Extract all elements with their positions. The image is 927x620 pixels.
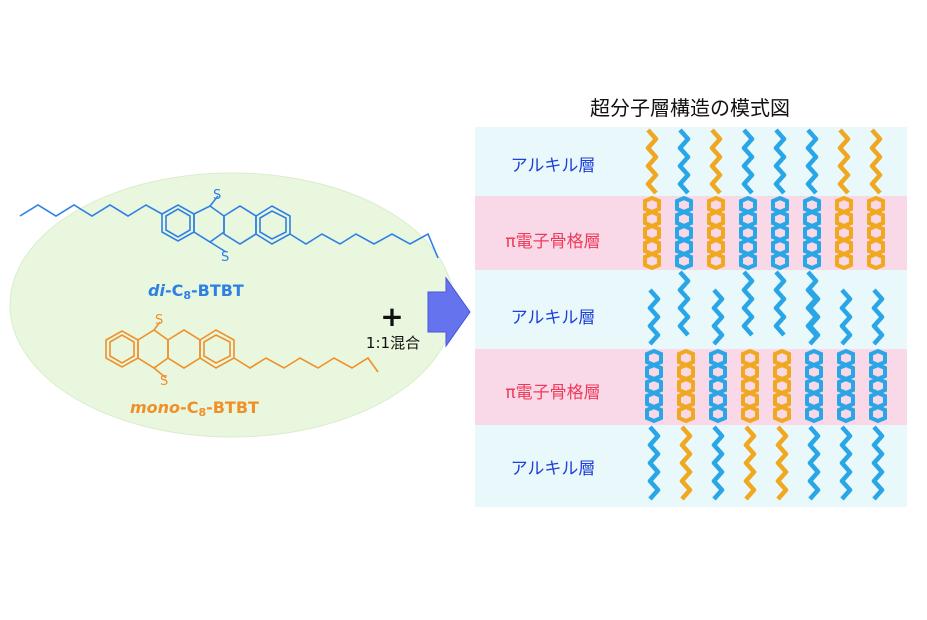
btbt-core	[739, 195, 757, 271]
alkyl-chain	[647, 288, 661, 346]
btbt-core	[707, 195, 725, 271]
alkyl-chain	[805, 128, 819, 195]
alkyl-chain	[775, 425, 789, 501]
sulfur-atom-label: S	[160, 374, 169, 389]
arrow-icon	[427, 276, 471, 348]
layer-label-alkyl-2: アルキル層	[510, 308, 596, 328]
alkyl-chain	[679, 425, 693, 501]
btbt-core	[675, 195, 693, 271]
di-c8-btbt-structure	[19, 195, 439, 259]
alkyl-chain	[871, 425, 885, 501]
sulfur-atom-label: S	[221, 250, 230, 265]
btbt-core	[643, 195, 661, 271]
btbt-core	[645, 348, 663, 424]
btbt-core	[803, 195, 821, 271]
btbt-core	[869, 348, 887, 424]
alkyl-chain	[839, 288, 853, 346]
alkyl-chain	[711, 425, 725, 501]
molecule-columns	[643, 128, 887, 501]
mixing-ratio-label: 1:1混合	[365, 334, 421, 352]
btbt-core	[741, 348, 759, 424]
btbt-core	[805, 348, 823, 424]
alkyl-chain	[741, 128, 755, 195]
layer-label-alkyl-3: アルキル層	[510, 459, 596, 479]
sulfur-atom-label: S	[213, 188, 222, 203]
alkyl-chain	[677, 128, 691, 195]
alkyl-chain	[709, 128, 723, 195]
mono-c8-btbt-structure	[105, 321, 379, 379]
alkyl-chain	[871, 288, 885, 346]
alkyl-chain	[645, 128, 659, 195]
alkyl-chain	[773, 128, 787, 195]
btbt-core	[773, 348, 791, 424]
compound-label-mono: mono-C8-BTBT	[130, 398, 259, 419]
layer-label-pi-1: π電子骨格層	[505, 232, 601, 252]
alkyl-chain	[807, 288, 821, 346]
btbt-core	[867, 195, 885, 271]
page-title: 超分子層構造の模式図	[590, 96, 790, 120]
alkyl-chain	[647, 425, 661, 501]
btbt-core	[677, 348, 695, 424]
alkyl-chain	[743, 425, 757, 501]
layer-label-alkyl-1: アルキル層	[510, 156, 596, 176]
alkyl-chain	[807, 425, 821, 501]
sulfur-atom-label: S	[155, 313, 164, 328]
alkyl-chain	[773, 270, 787, 337]
compound-label-di: di-C8-BTBT	[148, 281, 244, 302]
alkyl-chain	[869, 128, 883, 195]
plus-sign: +	[380, 300, 404, 333]
alkyl-chain	[837, 128, 851, 195]
alkyl-chain	[711, 288, 725, 346]
alkyl-chain	[677, 270, 691, 337]
alkyl-chain	[839, 425, 853, 501]
layer-label-pi-2: π電子骨格層	[505, 383, 601, 403]
btbt-core	[709, 348, 727, 424]
alkyl-chain	[741, 270, 755, 337]
btbt-core	[771, 195, 789, 271]
btbt-core	[837, 348, 855, 424]
btbt-core	[835, 195, 853, 271]
